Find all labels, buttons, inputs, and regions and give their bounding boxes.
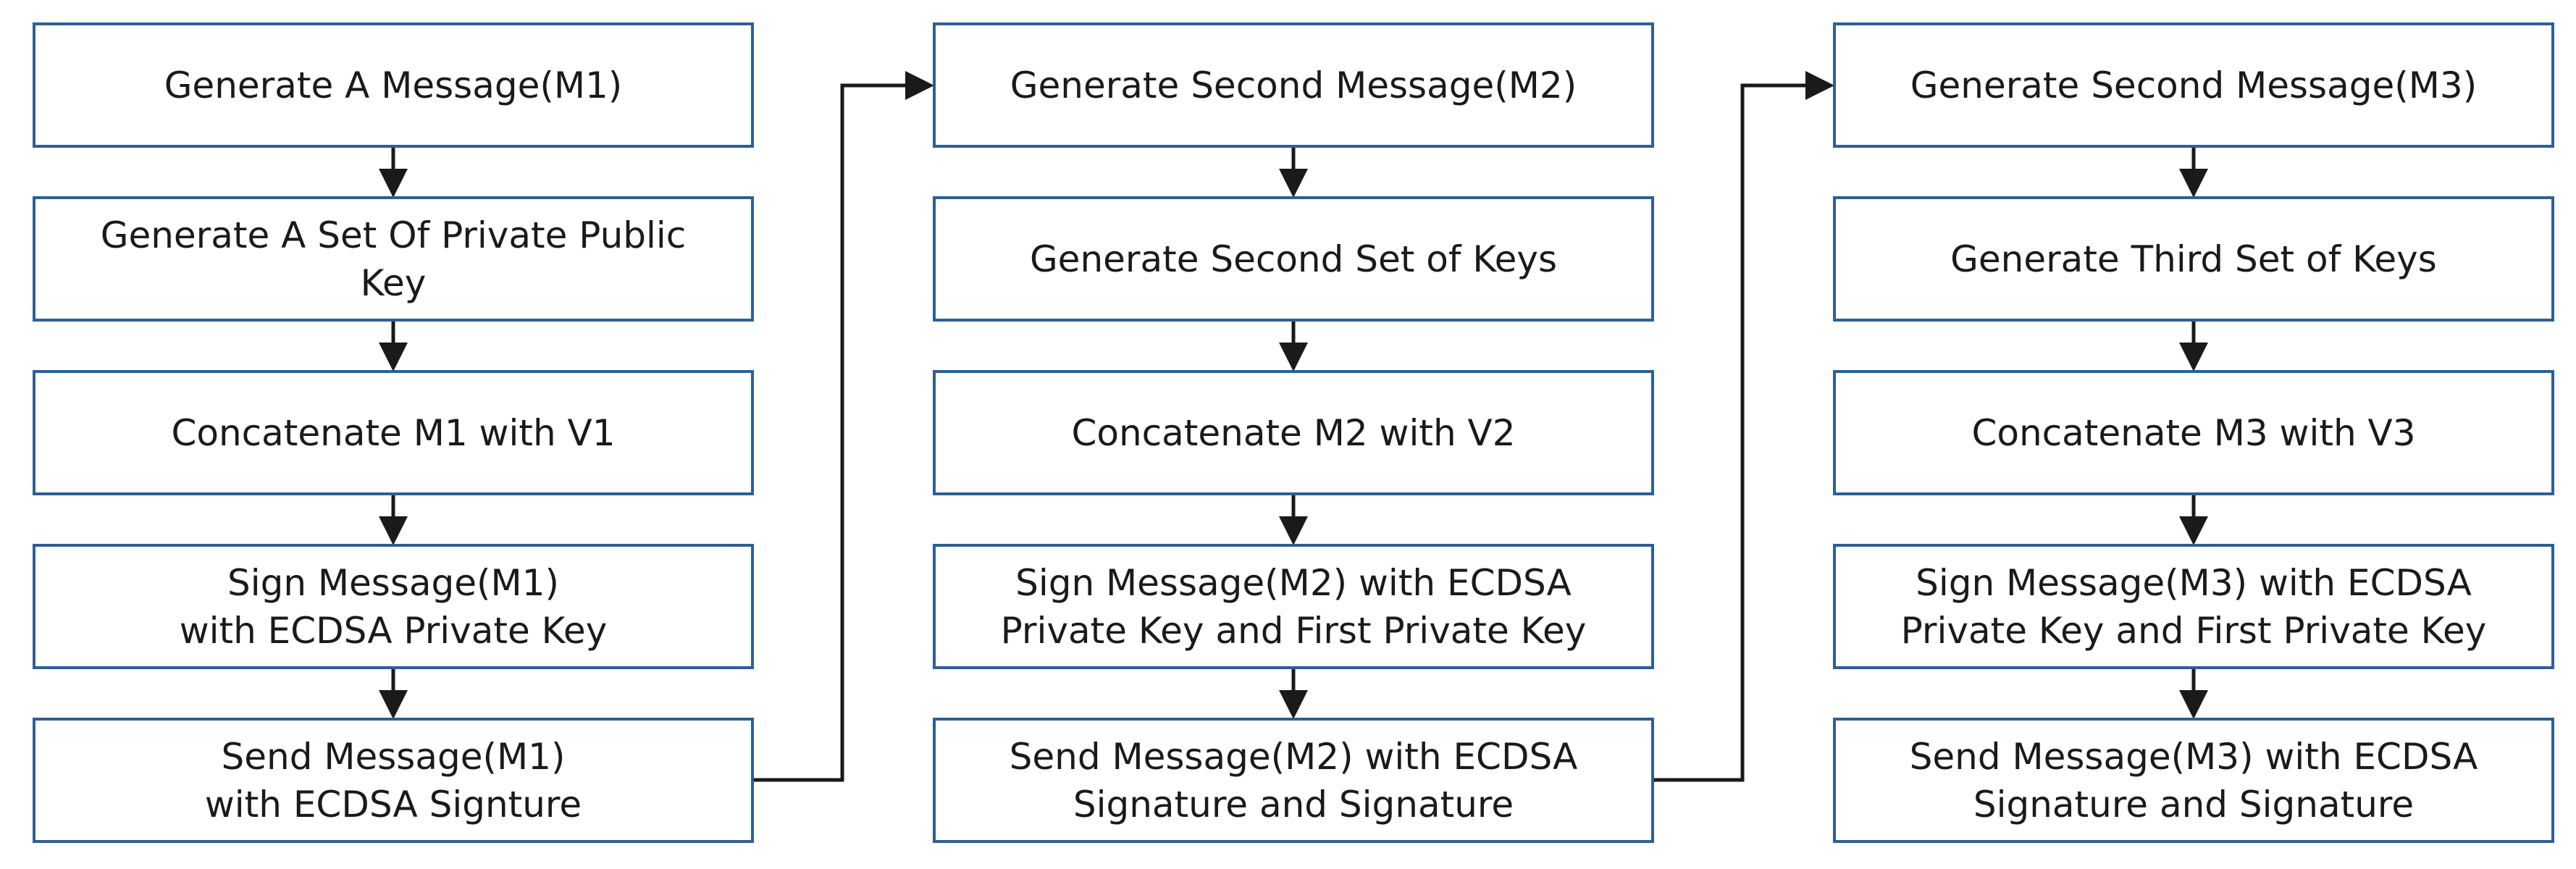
col1-step5-label: Send Message(M1) with ECDSA Signture	[204, 735, 582, 826]
col2-step4-box: Sign Message(M2) with ECDSA Private Key …	[933, 544, 1654, 669]
col2-step2-label: Generate Second Set of Keys	[1029, 238, 1558, 280]
col2-step4-label: Sign Message(M2) with ECDSA Private Key …	[1000, 561, 1587, 652]
col2-step1-label: Generate Second Message(M2)	[1010, 64, 1577, 106]
col3-step1-box: Generate Second Message(M3)	[1833, 22, 2554, 148]
col3-step1-label: Generate Second Message(M3)	[1910, 64, 2478, 106]
col2-step3-box: Concatenate M2 with V2	[933, 370, 1654, 495]
col1-step3-box: Concatenate M1 with V1	[33, 370, 754, 495]
col3-step3-label: Concatenate M3 with V3	[1971, 411, 2416, 454]
connector-col2-to-col3	[1654, 71, 1834, 782]
col1-step5-box: Send Message(M1) with ECDSA Signture	[33, 718, 754, 843]
col2-step5-label: Send Message(M2) with ECDSA Signature an…	[1009, 735, 1578, 826]
connector-col1-to-col2	[754, 71, 934, 782]
col1-step2-label: Generate A Set Of Private Public Key	[100, 214, 687, 304]
col3-step2-label: Generate Third Set of Keys	[1950, 238, 2437, 280]
col1-step3-label: Concatenate M1 with V1	[171, 411, 616, 454]
col2-step5-box: Send Message(M2) with ECDSA Signature an…	[933, 718, 1654, 843]
col3-step2-box: Generate Third Set of Keys	[1833, 196, 2554, 322]
col1-step1-label: Generate A Message(M1)	[164, 64, 623, 106]
col3-step5-label: Send Message(M3) with ECDSA Signature an…	[1909, 735, 2478, 826]
col3-step4-label: Sign Message(M3) with ECDSA Private Key …	[1900, 561, 2487, 652]
col3-step5-box: Send Message(M3) with ECDSA Signature an…	[1833, 718, 2554, 843]
col2-step2-box: Generate Second Set of Keys	[933, 196, 1654, 322]
col1-step2-box: Generate A Set Of Private Public Key	[33, 196, 754, 322]
col1-step1-box: Generate A Message(M1)	[33, 22, 754, 148]
col3-step3-box: Concatenate M3 with V3	[1833, 370, 2554, 495]
col1-step4-box: Sign Message(M1) with ECDSA Private Key	[33, 544, 754, 669]
col2-step3-label: Concatenate M2 with V2	[1071, 411, 1516, 454]
col1-step4-label: Sign Message(M1) with ECDSA Private Key	[179, 561, 608, 652]
col3-step4-box: Sign Message(M3) with ECDSA Private Key …	[1833, 544, 2554, 669]
col2-step1-box: Generate Second Message(M2)	[933, 22, 1654, 148]
